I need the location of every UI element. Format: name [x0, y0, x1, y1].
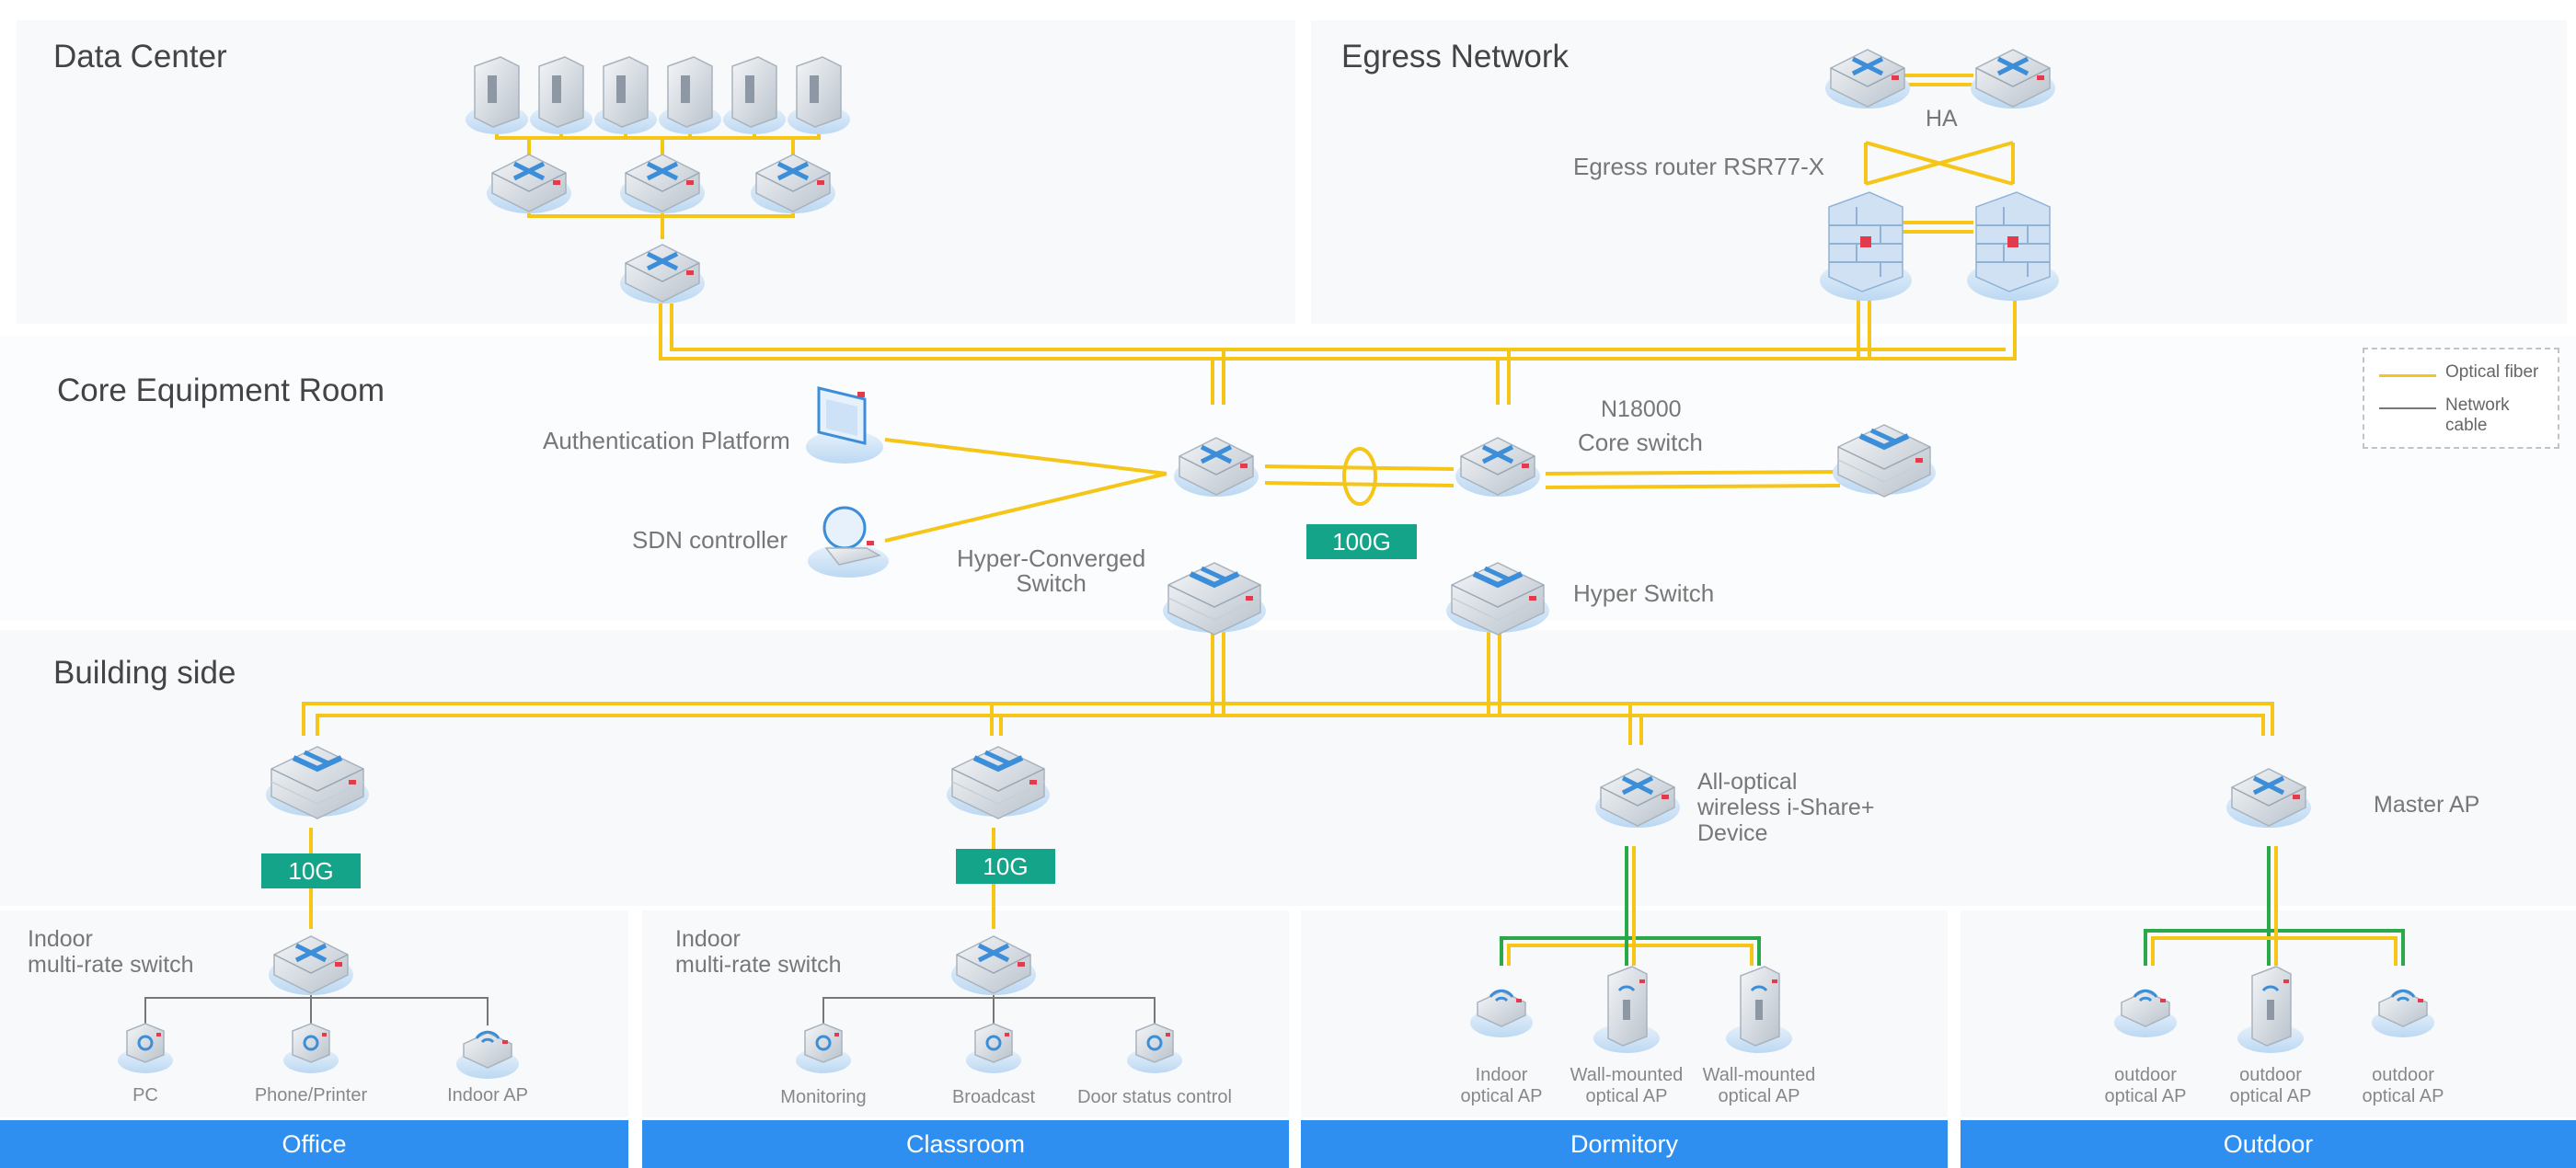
legend-fiber-label: Optical fiber [2445, 362, 2539, 382]
core-switch-label: Core switch [1578, 429, 1703, 456]
server-icon [658, 56, 722, 135]
switch-icon [620, 155, 705, 213]
outdoor-ap-icon [2370, 989, 2436, 1039]
master-ap-label: Master AP [2374, 792, 2480, 818]
core-switch-left-icon [1174, 438, 1259, 497]
auth-platform-label: Authentication Platform [543, 427, 790, 454]
auth-platform-icon [804, 386, 885, 465]
endpoint-label-indoor-optical-ap: Indoor optical AP [1460, 1065, 1543, 1106]
dc-core-switch-icon [620, 245, 705, 303]
egress-switch-right-icon [1971, 50, 2055, 109]
link-speed-badge-classroom: 10G [956, 849, 1055, 884]
zone-bar-outdoor: Outdoor [1961, 1120, 2576, 1168]
section-title-core-room: Core Equipment Room [57, 372, 385, 408]
server-icon [787, 56, 851, 135]
pc-icon [116, 1022, 175, 1075]
endpoint-label-outdoor-ap-2: outdoor optical AP [2229, 1065, 2312, 1106]
indoor-optical-ap-icon [1468, 989, 1535, 1039]
classroom-zone [642, 910, 1289, 1117]
section-title-building-side: Building side [53, 655, 236, 691]
server-icon [529, 56, 593, 135]
endpoint-label-door-status: Door status control [1077, 1087, 1232, 1107]
core-switch-right-icon [1455, 438, 1540, 497]
firewall-left-icon [1819, 191, 1913, 302]
link-speed-badge-office: 10G [261, 853, 361, 888]
indoor-switch-classroom-label: Indoor multi-rate switch [675, 926, 842, 978]
legend-cable-swatch [2379, 407, 2436, 409]
link-speed-badge-core: 100G [1306, 524, 1417, 559]
wall-mounted-ap-icon [1592, 965, 1662, 1055]
dc-access-switches [487, 155, 835, 213]
office-aggregation-switch-icon [266, 747, 369, 819]
endpoint-label-indoor-ap: Indoor AP [447, 1085, 528, 1105]
fiber-links [302, 74, 2274, 929]
outdoor-ap-icon [2112, 989, 2179, 1039]
server-icon [722, 56, 787, 135]
wall-mounted-ap-icon [1724, 965, 1794, 1055]
switch-icon [751, 155, 835, 213]
door-status-icon [1125, 1022, 1184, 1075]
zone-bar-classroom: Classroom [642, 1120, 1289, 1168]
sdn-controller-label: SDN controller [632, 526, 788, 554]
egress-network-zone [1311, 20, 2567, 324]
endpoint-label-wall-mounted-ap-1: Wall-mounted optical AP [1570, 1065, 1684, 1106]
outdoor-ap-icon [2236, 965, 2306, 1055]
phone-printer-icon [282, 1022, 340, 1075]
core-room-zone [0, 336, 2576, 621]
section-title-data-center: Data Center [53, 39, 227, 74]
sdn-controller-icon [806, 506, 891, 579]
building-side-zone [0, 630, 2576, 906]
ha-label: HA [1926, 106, 1958, 132]
hyper-switch-right-icon [1833, 425, 1936, 497]
endpoint-label-phone-printer: Phone/Printer [254, 1085, 368, 1105]
legend: Optical fiber Network cable [2363, 348, 2559, 449]
broadcast-icon [964, 1022, 1023, 1075]
egress-switch-left-icon [1825, 50, 1910, 109]
server-icon [465, 56, 529, 135]
hyper-switch-label: Hyper Switch [1573, 579, 1715, 607]
hyper-converged-label: Hyper-Converged Switch [957, 544, 1146, 598]
hyper-switch-left-icon [1446, 563, 1549, 635]
firewall-right-icon [1966, 191, 2060, 302]
monitoring-icon [794, 1022, 853, 1075]
endpoint-label-outdoor-ap-3: outdoor optical AP [2362, 1065, 2444, 1106]
section-title-egress-network: Egress Network [1341, 39, 1570, 74]
endpoint-label-broadcast: Broadcast [951, 1087, 1036, 1107]
indoor-switch-office-label: Indoor multi-rate switch [28, 926, 194, 978]
endpoint-label-monitoring: Monitoring [780, 1087, 867, 1107]
zone-bar-dormitory: Dormitory [1301, 1120, 1948, 1168]
endpoint-label-outdoor-ap-1: outdoor optical AP [2104, 1065, 2187, 1106]
legend-fiber-swatch [2379, 374, 2436, 377]
classroom-aggregation-switch-icon [947, 747, 1050, 819]
all-optical-label: All-optical wireless i-Share+ Device [1697, 769, 1875, 846]
endpoint-label-wall-mounted-ap-2: Wall-mounted optical AP [1702, 1065, 1816, 1106]
ishare-device-icon [1595, 769, 1680, 828]
switch-icon [487, 155, 571, 213]
zone-bar-office: Office [0, 1120, 628, 1168]
indoor-switch-office-icon [269, 936, 353, 995]
server-icon [593, 56, 658, 135]
indoor-ap-icon [454, 1030, 521, 1081]
hyper-converged-switch-icon [1163, 563, 1266, 635]
egress-router-label: Egress router RSR77-X [1573, 153, 1825, 180]
endpoint-label-pc: PC [132, 1085, 158, 1105]
dc-server-row [465, 56, 851, 135]
master-ap-icon [2226, 769, 2311, 828]
bundled-links [1500, 846, 2405, 966]
legend-cable-label: Network cable [2445, 395, 2510, 435]
indoor-switch-classroom-icon [951, 936, 1036, 995]
n18000-label: N18000 [1601, 396, 1682, 422]
